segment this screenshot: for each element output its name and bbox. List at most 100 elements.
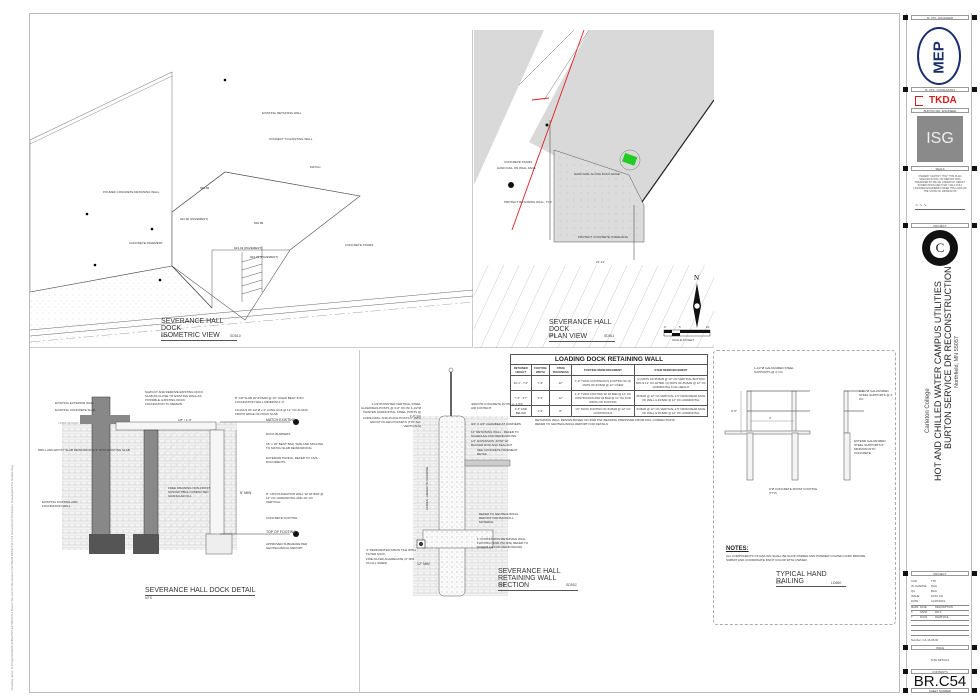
view-scale: NTS [161, 334, 168, 338]
project-line2: BURTON SERVICE DR RECONSTRUCTION [943, 266, 953, 449]
marker [903, 87, 908, 92]
info-label: IN CHARGE [911, 584, 927, 588]
table-cell: 1'0" THICK FOOTING W/ #4 BAR @ 12" OC CO… [571, 405, 635, 417]
scale-tick: 0 [664, 325, 666, 329]
info-row: IN CHARGE RAG [911, 584, 969, 589]
mep-logo-text: MEP [930, 41, 948, 74]
burton-engineer-header: BURTON DR. ENGINEER [911, 108, 969, 113]
rail-label: 1-1/2"Ø GALVANIZED STEEL SUPPORTS @ 4' O… [754, 366, 794, 374]
carleton-seal-letter: C [930, 238, 950, 258]
iso-label: POURED CONCRETE RETAINING WALL [103, 190, 160, 194]
view-number: SD502 [566, 583, 577, 587]
iso-label: 922.90 (PAVEMENT) [180, 217, 209, 221]
contents-text: SITE DETAILS [930, 658, 950, 662]
rail-dim: 3'-6" [731, 409, 737, 413]
marker [972, 669, 977, 674]
iso-label: 926.89 [200, 186, 210, 190]
client-name: Carleton College [925, 388, 931, 433]
isometric-drawing [29, 71, 474, 348]
title-line: SEVERANCE HALL DOCK [161, 318, 224, 332]
plan-label: HAND RAIL ALONG DOCK EDGE [574, 172, 620, 176]
detail-label: EXISTING EXTERIOR WALL [55, 401, 95, 405]
detail-label: FREE DRAINING NON-FROST SUSCEPTIBLE COMP… [168, 486, 211, 498]
sheet-number-label: SHEET NUMBER [911, 688, 969, 693]
marker [972, 15, 977, 20]
iso-label: EXISTING RETAINING WALL [262, 111, 302, 115]
marker [903, 688, 908, 693]
isometric-view-title: SEVERANCE HALL DOCK ISOMETRIC VIEW [161, 318, 237, 341]
rail-label: 6"Ø CONCRETE FROST FOOTING (TYP.) [769, 487, 818, 495]
iso-label: MATCH [310, 165, 321, 169]
iso-label: 923.79 (PAVEMENT) [250, 255, 279, 259]
marker [972, 688, 977, 693]
rail-label: 1-1/2"Ø GALVANIZED STEEL SUPPORTS @ 4' O… [859, 389, 893, 401]
certification-text: I HEREBY CERTIFY THAT THIS PLAN, SPECIFI… [913, 175, 967, 193]
detail-label: EXISTING FOOTING AND FOUNDATION WALL [42, 500, 78, 508]
engineer-header: M. UTIL. ENGINEER [911, 15, 969, 20]
table-cell: 1'-0" THICK CONTINUOUS FOOTING W/ (2) MA… [571, 375, 635, 391]
revision-empty-row [911, 631, 969, 636]
revision-cell: RAMP RAIL [935, 616, 949, 619]
table-footnote: RETAINING WALL DESIGN BASED ON 3000 PSF … [535, 418, 676, 426]
revision-header: MARK [911, 606, 919, 609]
iso-label: 923.43 (PAVEMENT) [234, 246, 263, 250]
table-row: 3'-6" AND BELOW 2'-6" 8" 1'0" THICK FOOT… [510, 405, 709, 417]
plan-label: 21'-11" [596, 260, 606, 264]
plan-label: HAND RAIL ON WALL FACE [497, 166, 536, 170]
detail-label: SAWCUT AND REMOVE EXISTING DOCK SLAB AS … [145, 390, 204, 406]
info-label: QA [911, 589, 916, 593]
hand-railing-drawing [724, 390, 864, 481]
revision-cell: 3/5/20 [920, 611, 928, 614]
detail-label: CONCRETE FOOTING [266, 516, 298, 520]
revision-cell: RFI-6 [935, 611, 942, 614]
detail-label: 1/8" / 1'-0" [178, 418, 192, 422]
plan-label: CONCRETE STAIRS [504, 160, 533, 164]
iso-label: 926.89 [254, 221, 264, 225]
tkda-logo: TKDA [929, 95, 957, 106]
iso-label: CONNECT TO EXISTING WALL [269, 137, 313, 141]
project-info-header: PROJECT [911, 571, 969, 576]
section-label: 4" PERFORATED DRAIN TILE WITH FILTER SOC… [366, 548, 416, 556]
plan-label: PROTECT RETAINING WALL, TYP. [504, 200, 553, 204]
section-label: 3/4" X 3/4" CHAMFER AT CORNERS [471, 422, 521, 426]
view-scale: NTS [145, 596, 152, 600]
detail-label: DRILL AND EPOXY SLAB REINFORCING 6" INTO… [38, 448, 130, 452]
marker [972, 166, 977, 171]
marker [903, 223, 908, 228]
svg-text:N: N [694, 274, 699, 282]
marker [972, 223, 977, 228]
section-label: 12" MIN [417, 562, 430, 566]
iso-label: CONCRETE STAIRS [345, 243, 374, 247]
view-scale: NTS [549, 334, 556, 338]
title-line: RETAINING WALL SECTION [498, 575, 557, 589]
section-label: 1-1/2"Ø PAINTED VERTICAL STEEL GUARDRAIL… [361, 402, 421, 418]
signature: ~ ~ ~ [915, 203, 965, 210]
marker [972, 571, 977, 576]
info-value: 12/20/2019 [931, 599, 945, 603]
info-value: BAG [931, 589, 937, 593]
info-label: CAD [911, 579, 917, 583]
revision-header: DESCRIPTION [935, 606, 953, 609]
info-value: RAG [931, 584, 938, 588]
drawing-path-text: Drawing name: S:\Projects\22000-\RB\2270… [10, 465, 14, 690]
view-scale: NTS [776, 581, 783, 585]
revision-cell: 6 [911, 611, 913, 614]
section-label: 1/2" EXPANSION JOINT W/ BACKER ROD AND S… [471, 439, 513, 447]
detail-label: 18" x 18" BENT BAR. SIZE AND SPACING TO … [266, 442, 324, 450]
dock-detail-panel: EXISTING EXTERIOR WALL EXISTING CONCRETE… [30, 350, 360, 693]
marker [903, 15, 908, 20]
hand-railing-panel: 1-1/2"Ø GALVANIZED STEEL SUPPORTS @ 4' O… [713, 350, 896, 625]
marker [903, 645, 908, 650]
info-value: TTK [931, 579, 937, 583]
hand-railing-title: TYPICAL HAND RAILING [776, 571, 846, 587]
section-label: REFER TO GEOTECHNICAL REPORT FOR BACKFIL… [479, 512, 519, 524]
title-line: PLAN VIEW [549, 333, 588, 340]
sheet-border [29, 13, 900, 693]
info-row: CAD TTK [911, 579, 969, 584]
project-number: Number: CA-16.08.00 [911, 638, 939, 642]
revision-row: 6 3/5/20 RFI-6 [911, 611, 969, 616]
revision-empty-row [911, 626, 969, 631]
detail-label: EXTERIOR PAVING. REFER TO CIVIL DOCUMENT… [266, 456, 319, 464]
